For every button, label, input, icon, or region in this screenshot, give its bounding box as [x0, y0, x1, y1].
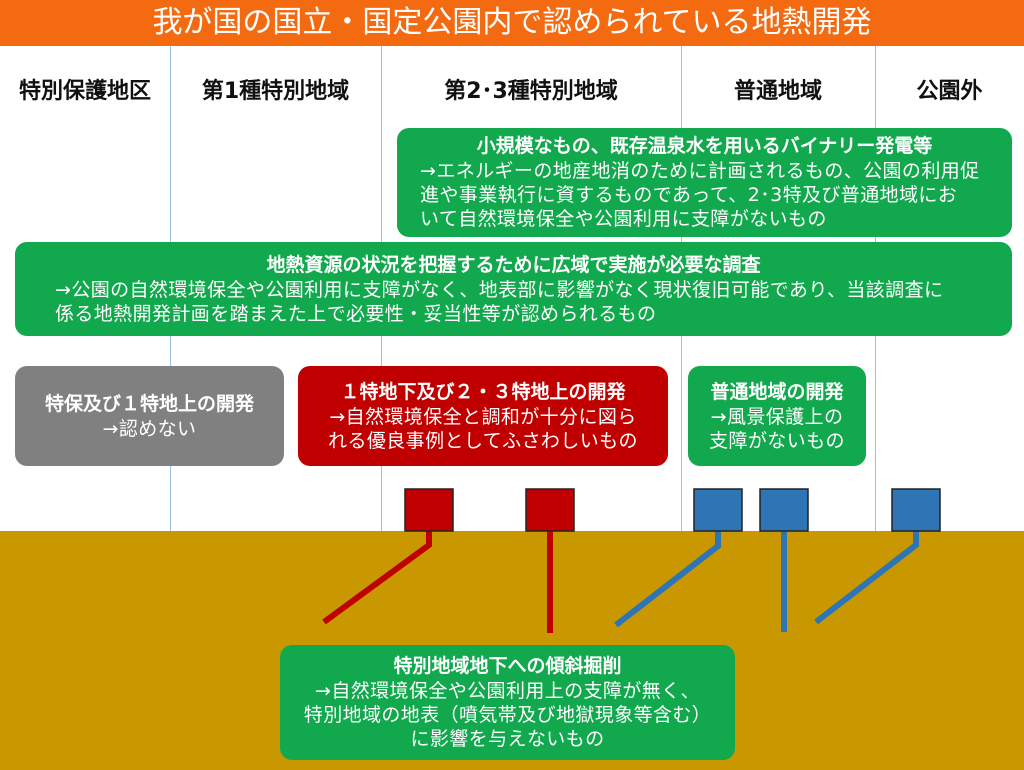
red-well-pad: [525, 488, 575, 532]
class1-underground-box: １特地下及び２・３特地上の開発 →自然環境保全と調和が十分に図ら れる優良事例と…: [298, 366, 668, 466]
box-line: 進や事業執行に資するものであって、2･3特及び普通地域にお: [420, 184, 958, 206]
blue-well-pad: [693, 488, 743, 532]
blue-well-pad: [759, 488, 809, 532]
directional-drilling-box: 特別地域地下への傾斜掘削 →自然環境保全や公園利用上の支障が無く、 特別地域の地…: [280, 645, 735, 760]
red-well-pad: [404, 488, 454, 532]
wide-area-survey-box: 地熱資源の状況を把握するために広域で実施が必要な調査 →公園の自然環境保全や公園…: [15, 242, 1012, 336]
box-line: →公園の自然環境保全や公園利用に支障がなく、地表部に影響がなく現状復旧可能であり…: [55, 278, 944, 301]
box-title: 小規模なもの、既存温泉水を用いるバイナリー発電等: [476, 135, 933, 157]
box-line: 支障がないもの: [709, 429, 845, 452]
box-line: →エネルギーの地産地消のために計画されるもの、公園の利用促: [420, 160, 980, 182]
box-line: →風景保護上の: [710, 405, 844, 428]
box-line: に影響を与えないもの: [410, 728, 605, 750]
box-title: 特保及び１特地上の開発: [44, 392, 254, 415]
page-title: 我が国の国立・国定公園内で認められている地熱開発: [0, 0, 1024, 46]
ordinary-zone-box: 普通地域の開発 →風景保護上の 支障がないもの: [688, 366, 866, 466]
box-title: １特地下及び２・３特地上の開発: [340, 380, 626, 403]
box-line: いて自然環境保全や公園利用に支障がないもの: [420, 208, 827, 230]
box-line: →自然環境保全と調和が十分に図ら: [329, 405, 637, 428]
small-binary-box: 小規模なもの、既存温泉水を用いるバイナリー発電等 →エネルギーの地産地消のために…: [397, 128, 1012, 237]
zone-header-class2-3: 第2･3種特別地域: [444, 79, 618, 104]
blue-well-pad: [891, 488, 941, 532]
box-line: 特別地域の地表（噴気帯及び地獄現象等含む）: [303, 704, 712, 726]
zone-header-special-protection: 特別保護地区: [18, 79, 151, 104]
zone-header-class1: 第1種特別地域: [201, 79, 350, 104]
zone-header-ordinary: 普通地域: [733, 79, 822, 104]
box-title: 特別地域地下への傾斜掘削: [393, 655, 622, 677]
box-line: れる優良事例としてふさわしいもの: [328, 429, 638, 452]
box-title: 普通地域の開発: [710, 380, 844, 403]
box-title: 地熱資源の状況を把握するために広域で実施が必要な調査: [266, 253, 761, 276]
box-line: 係る地熱開発計画を踏まえた上で必要性・妥当性等が認められるもの: [55, 302, 657, 325]
zone-header-outside-park: 公園外: [916, 79, 983, 104]
box-line: →自然環境保全や公園利用上の支障が無く、: [315, 680, 700, 702]
special-surface-box: 特保及び１特地上の開発 →認めない: [15, 366, 284, 466]
box-line: →認めない: [102, 417, 197, 440]
